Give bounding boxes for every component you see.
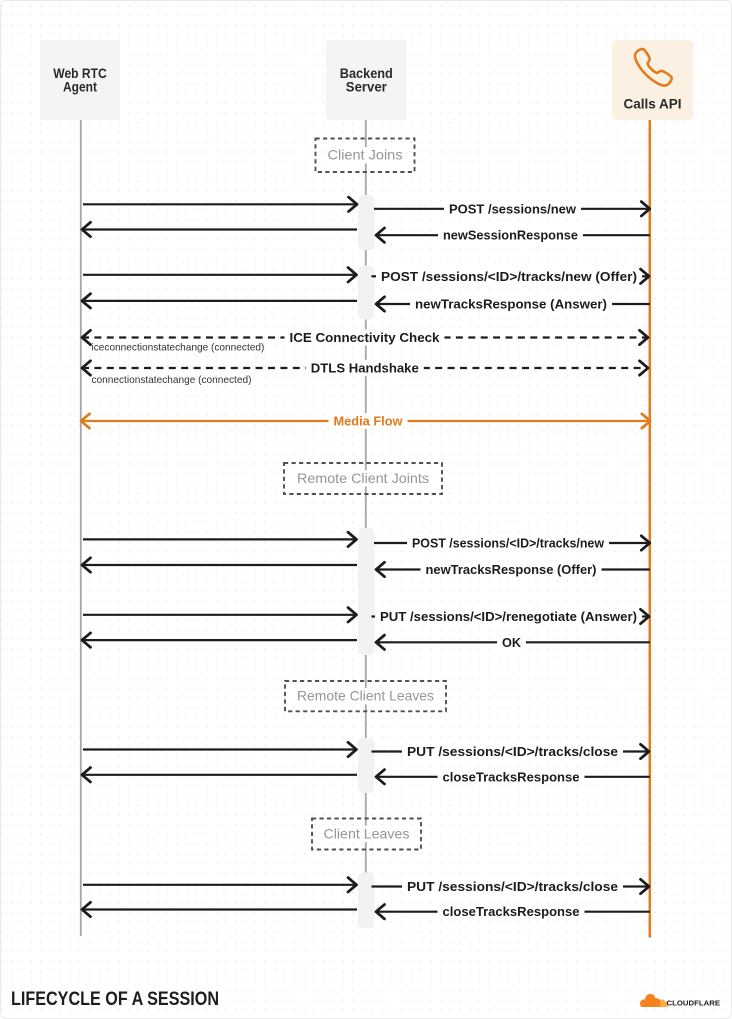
svg-text:ICE Connectivity Check: ICE Connectivity Check — [290, 330, 441, 345]
svg-text:PUT /sessions/<ID>/renegotiate: PUT /sessions/<ID>/renegotiate (Answer) — [380, 609, 637, 624]
svg-text:POST /sessions/new: POST /sessions/new — [449, 201, 577, 216]
svg-text:POST /sessions/<ID>/tracks/new: POST /sessions/<ID>/tracks/new — [412, 536, 605, 551]
svg-text:Client Joins: Client Joins — [328, 148, 403, 163]
svg-text:Media Flow: Media Flow — [334, 414, 404, 429]
svg-text:LIFECYCLE OF A SESSION: LIFECYCLE OF A SESSION — [11, 988, 219, 1010]
svg-text:Agent: Agent — [63, 80, 97, 95]
svg-text:DTLS Handshake: DTLS Handshake — [311, 361, 419, 376]
svg-text:Calls API: Calls API — [623, 96, 681, 111]
svg-text:Remote Client Leaves: Remote Client Leaves — [297, 689, 434, 704]
svg-text:PUT /sessions/<ID>/tracks/clos: PUT /sessions/<ID>/tracks/close — [407, 879, 618, 894]
svg-text:iceconnectionstatechange (conn: iceconnectionstatechange (connected) — [92, 343, 265, 354]
svg-text:Client Leaves: Client Leaves — [324, 827, 410, 842]
svg-text:connectionstatechange (connect: connectionstatechange (connected) — [92, 375, 252, 386]
svg-text:newTracksResponse (Answer): newTracksResponse (Answer) — [415, 297, 607, 312]
svg-text:POST /sessions/<ID>/tracks/new: POST /sessions/<ID>/tracks/new (Offer) — [381, 269, 637, 284]
svg-text:PUT /sessions/<ID>/tracks/clos: PUT /sessions/<ID>/tracks/close — [407, 744, 618, 759]
svg-text:newSessionResponse: newSessionResponse — [443, 228, 578, 243]
svg-text:OK: OK — [502, 635, 522, 650]
svg-text:Web RTC: Web RTC — [53, 66, 107, 81]
svg-text:newTracksResponse (Offer): newTracksResponse (Offer) — [426, 562, 597, 577]
svg-text:Remote Client Joints: Remote Client Joints — [297, 471, 429, 486]
svg-text:Server: Server — [346, 80, 388, 95]
svg-text:CLOUDFLARE: CLOUDFLARE — [667, 1000, 721, 1007]
svg-text:closeTracksResponse: closeTracksResponse — [443, 769, 580, 784]
svg-text:Backend: Backend — [340, 66, 393, 81]
svg-text:closeTracksResponse: closeTracksResponse — [443, 904, 580, 919]
